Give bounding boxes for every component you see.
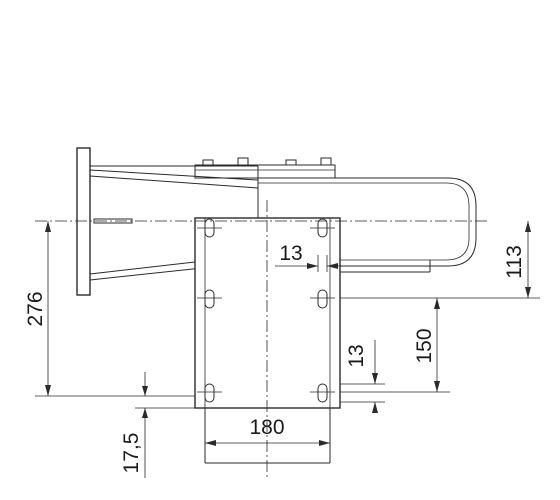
dimension-276: 276 — [24, 221, 195, 397]
housing — [258, 177, 477, 273]
dimension-13-vertical: 13 — [340, 340, 385, 413]
dimension-13-horizontal: 13 — [275, 242, 345, 272]
slot — [317, 289, 328, 309]
dimension-150: 150 — [340, 298, 450, 393]
dimension-180-label: 180 — [249, 416, 284, 439]
dimension-276-label: 276 — [24, 291, 47, 326]
slot-centerlines — [197, 227, 335, 393]
slot — [317, 383, 328, 403]
dimension-113-label: 113 — [503, 245, 526, 278]
arm-body — [89, 165, 259, 281]
dimension-17-5: 17,5 — [120, 372, 195, 478]
dimension-17-5-label: 17,5 — [120, 433, 143, 474]
mounting-plate — [194, 217, 341, 409]
wall-flange — [76, 147, 91, 296]
dimension-13-horizontal-label: 13 — [279, 242, 302, 265]
dimension-150-label: 150 — [413, 328, 436, 363]
dimension-180: 180 — [205, 416, 330, 446]
slot — [204, 289, 215, 309]
dimension-13-vertical-label: 13 — [345, 344, 368, 367]
slot — [204, 383, 215, 403]
top-cover — [194, 157, 336, 179]
dimension-113: 113 — [340, 221, 540, 299]
lower-bracket — [204, 408, 331, 464]
